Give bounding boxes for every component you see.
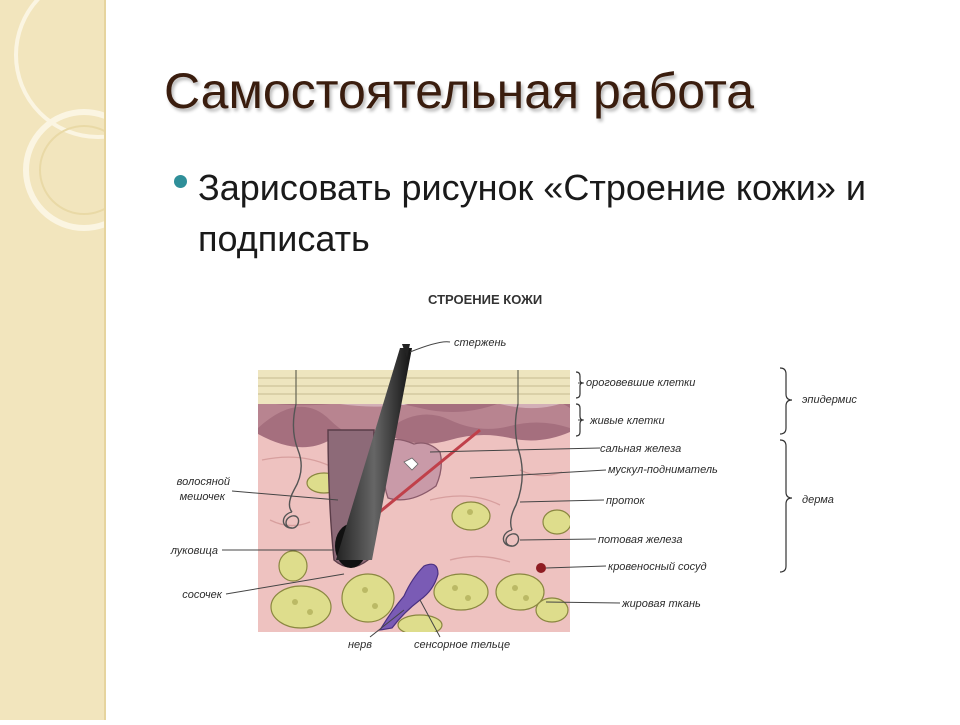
label-sensory-body: сенсорное тельце: [414, 639, 510, 651]
label-dermis: дерма: [802, 494, 834, 506]
label-living-cells: живые клетки: [589, 415, 665, 427]
horny-cell-layer: [258, 370, 570, 404]
label-blood-vessel: кровеносный сосуд: [608, 561, 707, 573]
label-fat-tissue: жировая ткань: [621, 598, 701, 610]
skin-block: [258, 370, 570, 632]
label-hair-follicle-2: мешочек: [180, 491, 226, 503]
sweat-gland-left: [282, 403, 302, 529]
bullet-icon: [174, 175, 187, 188]
label-sweat-gland: потовая железа: [598, 534, 683, 546]
slide-title: Самостоятельная работа: [164, 63, 755, 119]
skin-structure-diagram: СТРОЕНИЕ КОЖИ: [170, 292, 858, 651]
bracket-dermis: [779, 439, 793, 573]
bullet-text: Зарисовать рисунок «Строение кожи» и под…: [198, 167, 866, 259]
hair-shaft: [336, 348, 412, 560]
decorative-side-strip: [0, 0, 182, 720]
bracket-horny-cells: [575, 371, 584, 399]
label-papilla: сосочек: [182, 589, 223, 601]
label-shaft: стержень: [454, 337, 507, 349]
figure-title: СТРОЕНИЕ КОЖИ: [428, 292, 542, 307]
label-epidermis: эпидермис: [802, 394, 857, 406]
sensory-body: [378, 563, 439, 631]
label-nerve: нерв: [348, 639, 372, 651]
bracket-epidermis: [779, 367, 793, 435]
label-duct: проток: [606, 495, 645, 507]
decorative-arcs: [14, 0, 182, 231]
bracket-living-cells: [575, 403, 584, 437]
blood-vessel: [536, 563, 546, 573]
label-sebaceous-gland: сальная железа: [600, 443, 681, 455]
label-hair-bulb: луковица: [170, 545, 218, 557]
label-erector-muscle: мускул-подниматель: [608, 464, 718, 476]
sweat-gland-right: [502, 403, 523, 547]
label-horny-cells: ороговевшие клетки: [586, 377, 695, 389]
label-hair-follicle-1: волосяной: [177, 476, 230, 488]
